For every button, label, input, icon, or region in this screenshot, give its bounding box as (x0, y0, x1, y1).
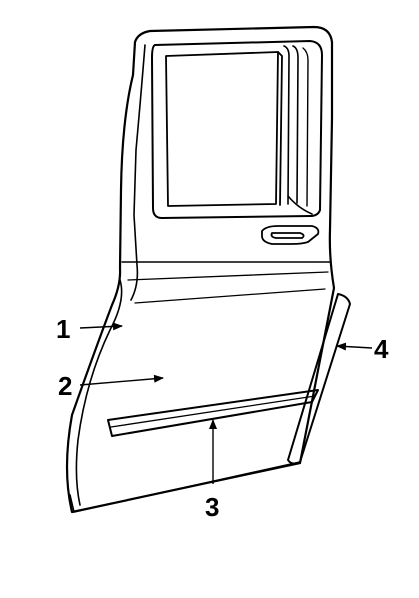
callout-1: 1 (56, 314, 70, 344)
callout-4: 4 (374, 334, 389, 364)
body-side-molding-inner (110, 395, 316, 428)
callout-3: 3 (205, 492, 219, 522)
door-handle (261, 225, 320, 245)
front-edge-panel (75, 279, 123, 506)
lower-hem-flange (69, 461, 301, 513)
leader-line-2 (79, 374, 164, 386)
door-inner-edge (130, 44, 146, 301)
door-shell-outline (65, 25, 336, 514)
leader-line-4 (336, 342, 373, 351)
window-run-channel-2 (283, 45, 290, 205)
body-crease-line (127, 271, 329, 281)
body-side-molding (107, 389, 319, 437)
callout-2: 2 (58, 371, 72, 401)
window-corner-bracket (287, 195, 313, 215)
window-glass (165, 51, 279, 207)
body-crease-line-2 (134, 288, 326, 304)
window-run-channel-3 (292, 45, 299, 204)
window-run-channel-4 (302, 47, 309, 207)
leader-line-1 (79, 322, 123, 331)
window-frame-outer (151, 40, 323, 219)
rear-edge-molding (287, 293, 351, 465)
window-run-channel-1 (277, 51, 283, 206)
